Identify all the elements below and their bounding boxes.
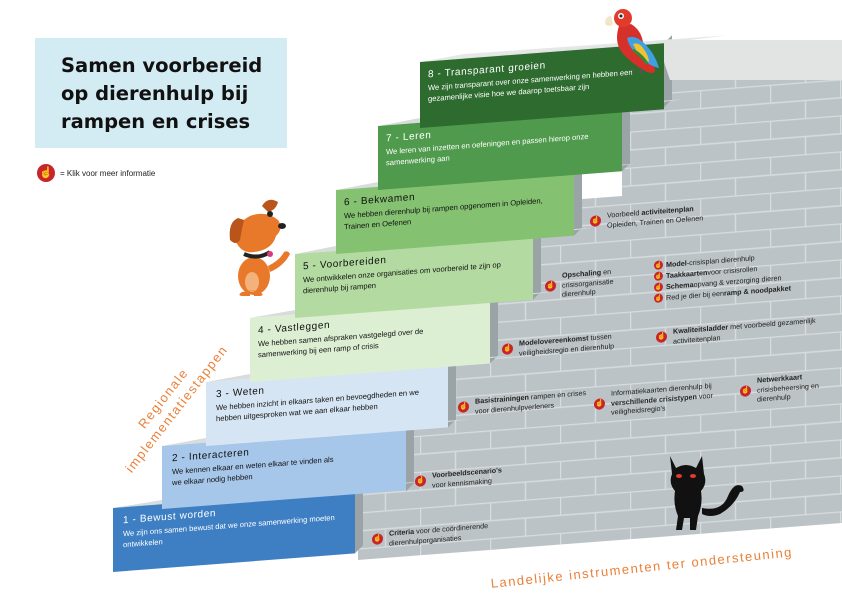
step-side [355, 481, 363, 554]
pointer-hand-icon: ☝ [372, 533, 383, 546]
pointer-hand-icon: ☝ [654, 260, 663, 270]
pointer-hand-icon: ☝ [37, 164, 55, 182]
pointer-hand-icon: ☝ [458, 401, 469, 414]
legend-text: = Klik voor meer informatie [60, 168, 156, 178]
pointer-hand-icon: ☝ [590, 215, 601, 228]
brick-wall [358, 80, 842, 560]
step-side [406, 419, 414, 492]
parrot-illustration [605, 9, 659, 74]
pointer-hand-icon: ☝ [656, 331, 667, 344]
pointer-hand-icon: ☝ [654, 282, 663, 292]
cat-illustration [670, 456, 744, 530]
page-title: Samen voorbereid op dierenhulp bij rampe… [61, 54, 263, 133]
step-side [622, 99, 630, 172]
pointer-hand-icon: ☝ [654, 271, 663, 281]
step-side [490, 291, 498, 364]
pointer-hand-icon: ☝ [415, 475, 426, 488]
pointer-hand-icon: ☝ [502, 343, 513, 356]
pointer-hand-icon: ☝ [740, 385, 751, 397]
legend: ☝ = Klik voor meer informatie [37, 164, 155, 182]
step-side [574, 163, 582, 236]
instr-text: crisisbeheersing en dierenhulp [757, 380, 819, 404]
pointer-hand-icon: ☝ [594, 398, 605, 410]
title-panel: Samen voorbereid op dierenhulp bij rampe… [35, 38, 287, 148]
pointer-hand-icon: ☝ [654, 293, 663, 303]
pointer-hand-icon: ☝ [545, 280, 556, 292]
step-side [533, 227, 541, 300]
step-side [448, 355, 456, 428]
dog-illustration [229, 199, 290, 296]
